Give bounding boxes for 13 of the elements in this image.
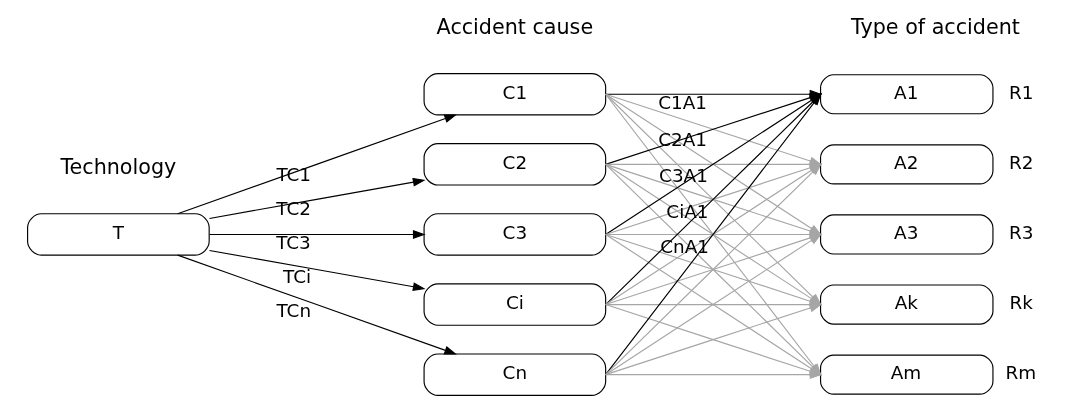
label: Accident cause — [436, 14, 594, 39]
node-label: R1 — [1009, 81, 1034, 103]
node-label: Rm — [1005, 362, 1037, 384]
node-label: Rk — [1009, 291, 1034, 313]
edge-label: TC3 — [276, 232, 311, 254]
edge-label: TC2 — [276, 198, 312, 220]
edge-label: TCi — [283, 266, 312, 288]
node-label: R2 — [1009, 151, 1034, 173]
edge-label: C1A1 — [658, 91, 708, 113]
label: Type of accident — [851, 14, 1020, 39]
label: Technology — [60, 155, 177, 180]
node-label: R3 — [1009, 221, 1034, 243]
edge-label: TCn — [276, 300, 312, 322]
